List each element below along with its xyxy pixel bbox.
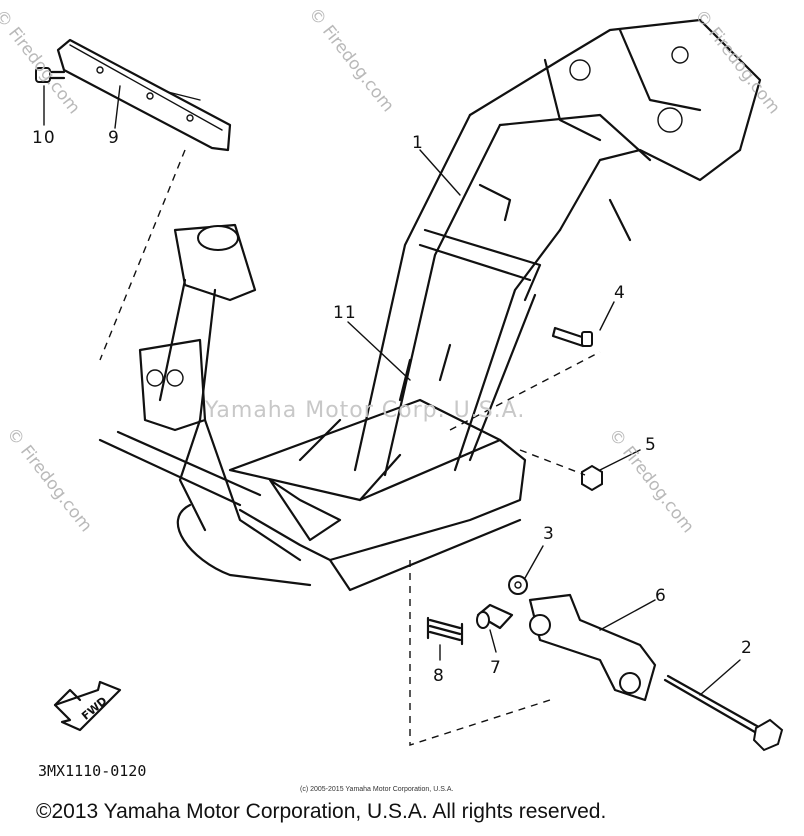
part-7-cap	[476, 603, 514, 630]
callout-10: 10	[32, 128, 56, 148]
part-6-stand-bracket	[528, 593, 657, 702]
part-code: 3MX1110-0120	[38, 762, 147, 780]
part-3-collar	[508, 575, 528, 595]
callout-11: 11	[333, 303, 357, 323]
part-8-spring	[426, 616, 464, 646]
callout-9: 9	[108, 128, 120, 148]
part-4-bolt	[551, 326, 593, 348]
copyright-notice: ©2013 Yamaha Motor Corporation, U.S.A. A…	[36, 800, 607, 823]
part-9-bracket	[56, 38, 232, 152]
small-copyright: (c) 2005-2015 Yamaha Motor Corporation, …	[300, 786, 454, 793]
callout-2: 2	[741, 638, 753, 658]
callout-1: 1	[412, 133, 424, 153]
part-2-long-bolt	[663, 674, 784, 752]
callout-5: 5	[645, 435, 657, 455]
watermark-center: Yamaha Motor Corp. U.S.A.	[205, 398, 526, 423]
fwd-arrow	[53, 680, 122, 732]
callout-7: 7	[490, 658, 502, 678]
callout-8: 8	[433, 666, 445, 686]
callout-6: 6	[655, 586, 667, 606]
callout-3: 3	[543, 524, 555, 544]
part-5-nut	[581, 464, 603, 492]
part-10-bolt	[35, 67, 66, 83]
steering-head	[138, 223, 257, 432]
main-frame	[98, 18, 762, 592]
callout-4: 4	[614, 283, 626, 303]
